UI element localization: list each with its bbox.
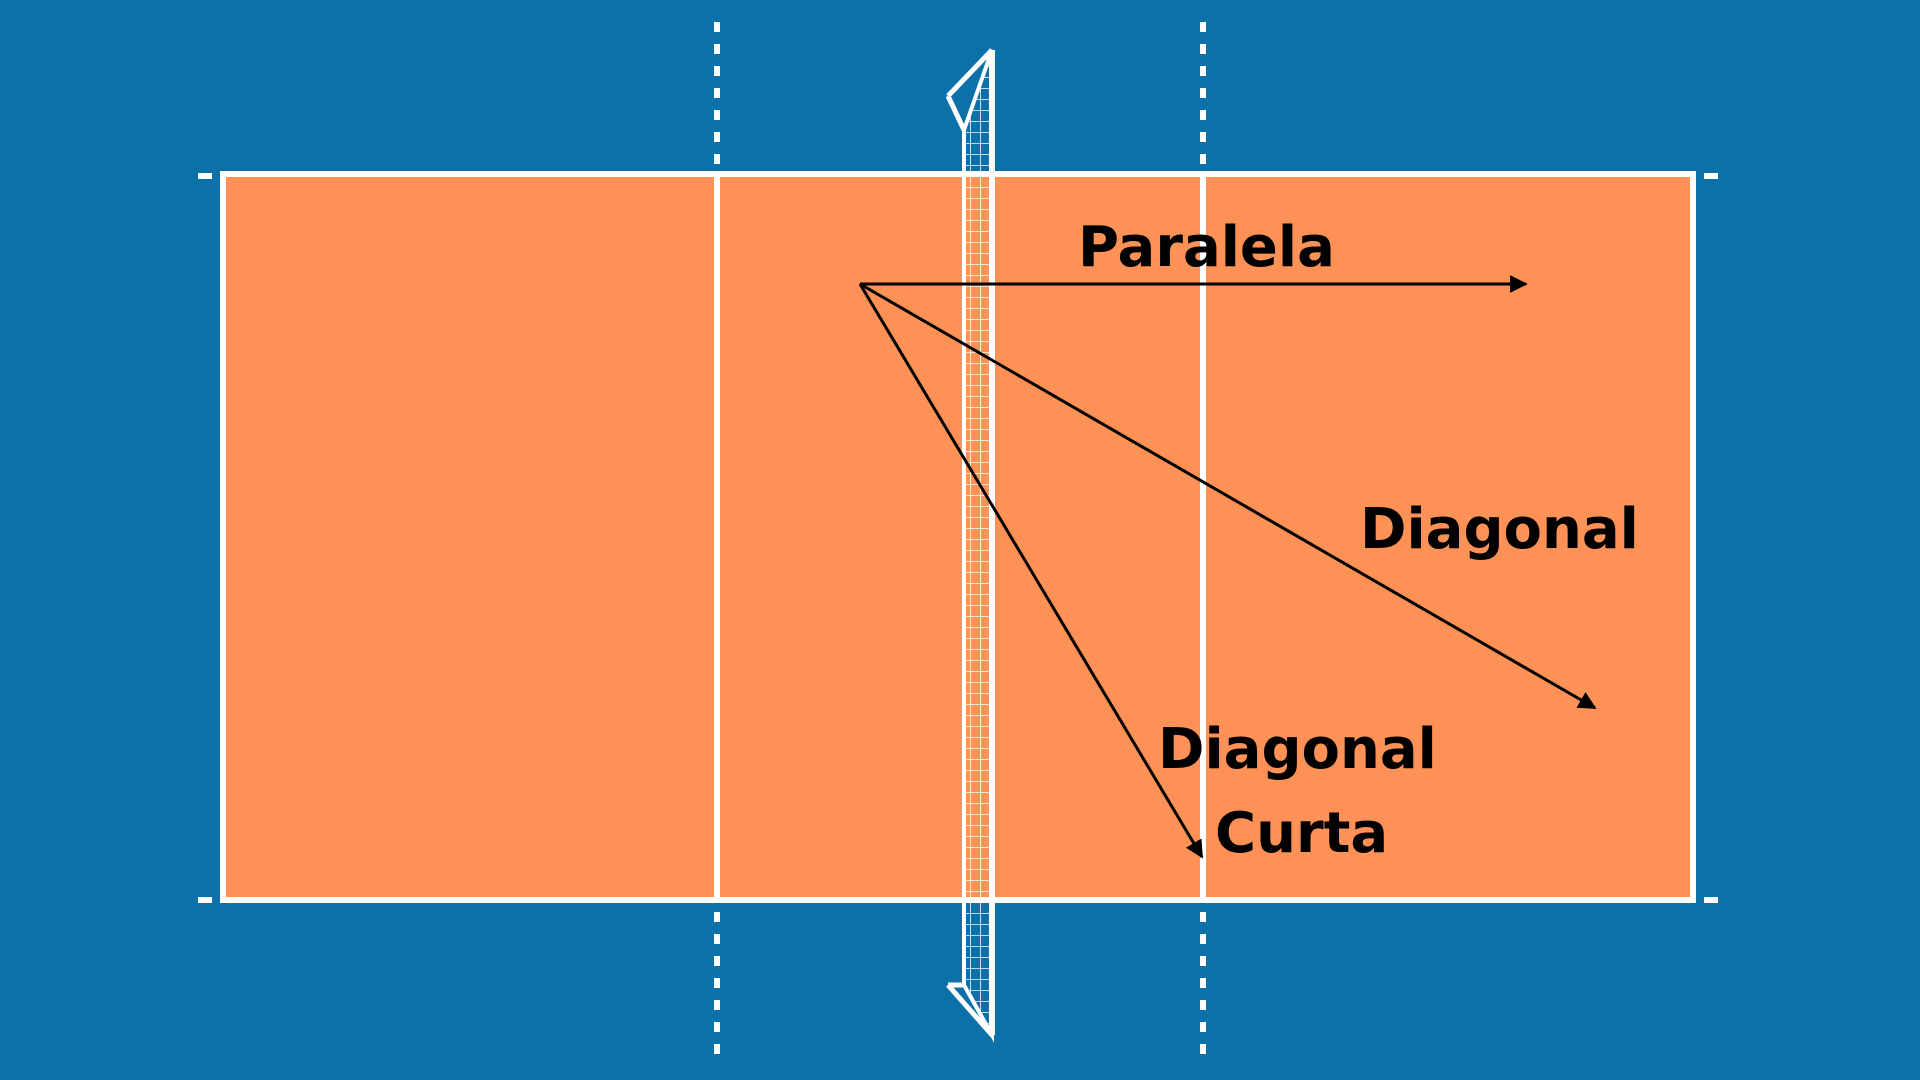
label-diagonal: Diagonal [1360, 497, 1639, 562]
arrow-diagonal-curta [858, 283, 1204, 859]
label-paralela: Paralela [1078, 215, 1335, 280]
court-surface [220, 171, 1696, 903]
label-diagonal-curta-line1: Diagonal [1158, 717, 1437, 782]
arrow-diagonal [859, 282, 1597, 710]
net [945, 48, 995, 1043]
label-diagonal-curta-line2: Curta [1215, 801, 1388, 866]
